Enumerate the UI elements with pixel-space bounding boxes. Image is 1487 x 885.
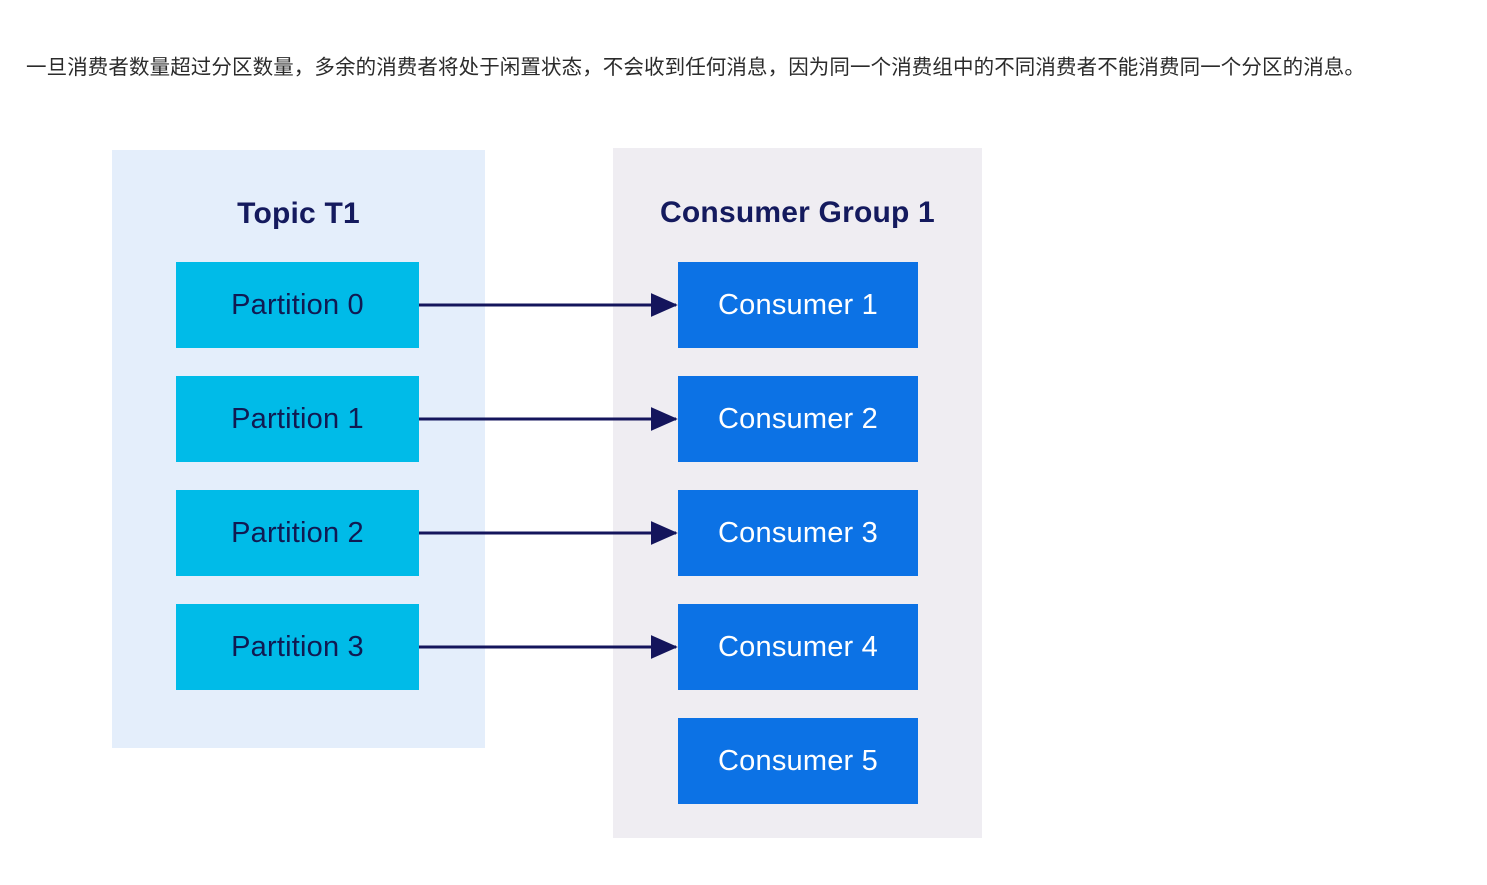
intro-paragraph: 一旦消费者数量超过分区数量，多余的消费者将处于闲置状态，不会收到任何消息，因为同… [26, 55, 1365, 79]
consumer-label: Consumer 4 [718, 630, 878, 663]
consumer-box-1[interactable]: Consumer 1 [678, 262, 918, 348]
consumer-label: Consumer 1 [718, 288, 878, 321]
consumer-label: Consumer 2 [718, 402, 878, 435]
consumer-box-4[interactable]: Consumer 4 [678, 604, 918, 690]
consumer-label: Consumer 5 [718, 744, 878, 777]
partition-label: Partition 2 [231, 516, 364, 549]
consumer-group-panel-title: Consumer Group 1 [660, 196, 935, 229]
kafka-consumer-group-diagram: Topic T1 Consumer Group 1 Partition 0 Pa… [0, 130, 1487, 870]
topic-panel-title: Topic T1 [237, 197, 360, 230]
partition-box-0[interactable]: Partition 0 [176, 262, 419, 348]
partition-box-3[interactable]: Partition 3 [176, 604, 419, 690]
consumer-box-3[interactable]: Consumer 3 [678, 490, 918, 576]
partition-label: Partition 3 [231, 630, 364, 663]
partition-label: Partition 1 [231, 402, 364, 435]
consumer-box-5[interactable]: Consumer 5 [678, 718, 918, 804]
partition-box-1[interactable]: Partition 1 [176, 376, 419, 462]
consumer-label: Consumer 3 [718, 516, 878, 549]
partition-box-2[interactable]: Partition 2 [176, 490, 419, 576]
partition-label: Partition 0 [231, 288, 364, 321]
consumer-box-2[interactable]: Consumer 2 [678, 376, 918, 462]
